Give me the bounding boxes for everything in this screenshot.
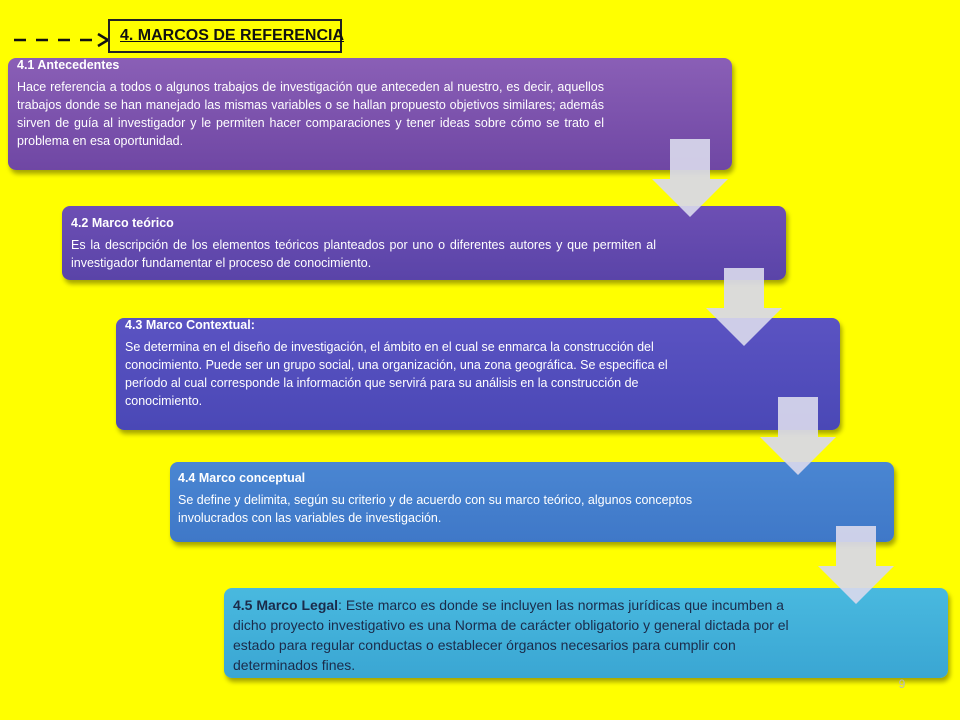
slide-title: 4. MARCOS DE REFERENCIA — [108, 19, 344, 53]
dashed-arrow-icon — [14, 32, 111, 48]
section-heading: 4.5 Marco Legal — [233, 597, 339, 613]
section-heading: 4.2 Marco teórico — [71, 216, 174, 230]
section-marco-legal: 4.5 Marco Legal: Este marco es donde se … — [224, 588, 948, 678]
page-number: 9 — [898, 677, 906, 691]
section-heading: 4.4 Marco conceptual — [178, 471, 306, 485]
section-text: Hace referencia a todos o algunos trabaj… — [17, 80, 604, 148]
section-antecedentes: 4.1 Antecedentes Hace referencia a todos… — [8, 58, 732, 170]
section-text-body: : Este marco es donde se incluyen las no… — [233, 597, 789, 673]
section-text: Se determina en el diseño de investigaci… — [125, 340, 668, 408]
section-marco-contextual: 4.3 Marco Contextual: Se determina en el… — [116, 318, 840, 430]
section-marco-conceptual: 4.4 Marco conceptual Se define y delimit… — [170, 462, 894, 542]
section-heading: 4.3 Marco Contextual: — [125, 318, 255, 332]
section-heading: 4.1 Antecedentes — [17, 58, 120, 72]
down-arrow-icon — [652, 139, 728, 217]
section-marco-teorico: 4.2 Marco teórico Es la descripción de l… — [62, 206, 786, 280]
section-text: 4.5 Marco Legal: Este marco es donde se … — [233, 595, 808, 675]
down-arrow-icon — [706, 268, 782, 346]
down-arrow-icon — [818, 526, 894, 604]
section-text: Se define y delimita, según su criterio … — [178, 493, 693, 525]
down-arrow-icon — [760, 397, 836, 475]
section-text: Es la descripción de los elementos teóri… — [71, 238, 656, 270]
